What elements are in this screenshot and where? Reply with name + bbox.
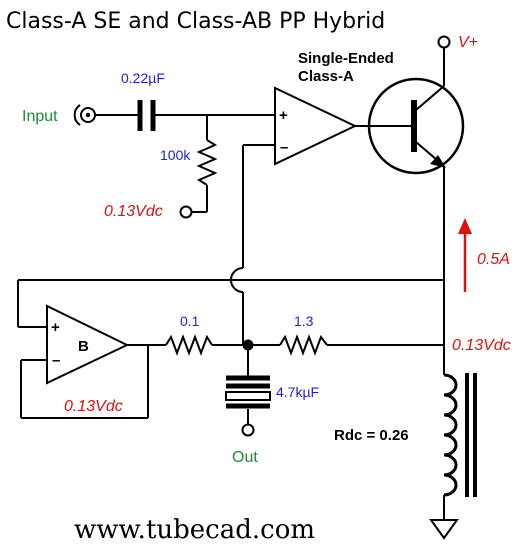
bias-resistor-value: 100k (160, 147, 191, 163)
bias-resistor (196, 139, 218, 186)
resistor-0-1-value: 0.1 (180, 313, 200, 329)
website-url: www.tubecad.com (74, 515, 315, 545)
input-label: Input (22, 108, 58, 125)
resistor-1-3-value: 1.3 (294, 313, 314, 329)
input-jack-pin-icon (85, 112, 91, 118)
opamp-a-minus-sign: – (280, 139, 288, 156)
opamp-a-triangle (274, 86, 358, 166)
resistor-0-1 (165, 334, 213, 356)
current-label: 0.5A (477, 251, 510, 268)
output-terminal-icon (241, 423, 255, 437)
output-capacitor-value: 4.7kµF (276, 384, 319, 400)
diagram-title: Class-A SE and Class-AB PP Hybrid (6, 9, 385, 34)
buffer-output-voltage: 0.13Vdc (64, 398, 123, 415)
opamp-b-triangle (46, 304, 130, 385)
current-arrow-icon (458, 218, 472, 234)
opamp-b-minus-sign: – (52, 352, 60, 369)
bias-node-voltage: 0.13Vdc (104, 203, 163, 220)
output-label: Out (232, 449, 258, 466)
supply-terminal-icon (437, 35, 451, 49)
opamp-b-plus-sign: + (51, 319, 60, 336)
transistor-body-icon (367, 77, 465, 175)
supply-label: V+ (458, 34, 478, 51)
buffer-label: B (78, 338, 89, 355)
emitter-arrow-icon (430, 155, 446, 168)
opamp-a-plus-sign: + (279, 107, 288, 124)
bias-terminal-icon (179, 205, 193, 219)
inductor-rdc-label: Rdc = 0.26 (334, 427, 409, 444)
emitter-node-voltage: 0.13Vdc (452, 337, 511, 354)
inductor-coil (443, 373, 458, 497)
input-capacitor-value: 0.22µF (121, 70, 165, 86)
transistor-collector (415, 85, 445, 111)
se-label-line1: Single-Ended (298, 50, 394, 67)
output-cap-polarized-plate (225, 391, 271, 401)
ground-icon (429, 519, 459, 540)
input-jack-shell-icon (73, 104, 81, 126)
resistor-1-3 (279, 334, 328, 356)
se-label-line2: Class-A (298, 68, 354, 85)
